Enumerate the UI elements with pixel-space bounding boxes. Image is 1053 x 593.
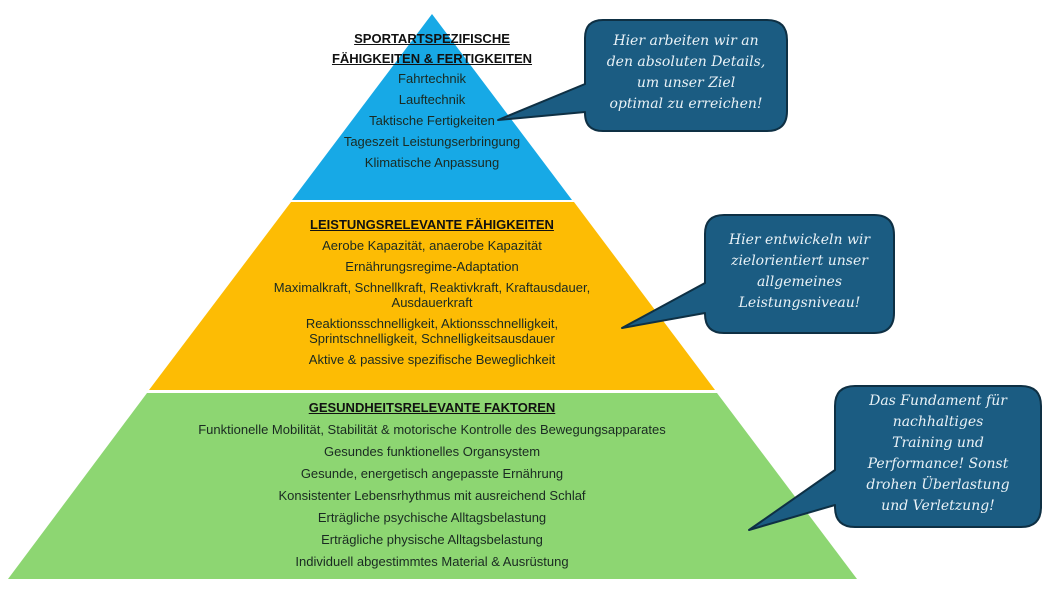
- level-bottom-text: GESUNDHEITSRELEVANTE FAKTOREN Funktionel…: [132, 400, 732, 576]
- level-middle-heading: LEISTUNGSRELEVANTE FÄHIGKEITEN: [310, 217, 554, 232]
- list-item: Aktive & passive spezifische Beweglichke…: [308, 351, 556, 367]
- list-item: Tageszeit Leistungserbringung: [343, 133, 521, 149]
- level-top-heading: SPORTARTSPEZIFISCHE FÄHIGKEITEN & FERTIG…: [292, 31, 572, 67]
- list-item: Ernährungsregime-Adaptation: [345, 258, 519, 274]
- level-middle-text: LEISTUNGSRELEVANTE FÄHIGKEITEN Aerobe Ka…: [232, 217, 632, 374]
- list-item: Erträgliche physische Alltagsbelastung: [321, 531, 543, 547]
- callout-bubble-middle: [621, 214, 895, 334]
- pyramid-level-bottom: [8, 393, 857, 579]
- list-item: Funktionelle Mobilität, Stabilität & mot…: [198, 421, 666, 437]
- list-item: Konsistenter Lebensrhythmus mit ausreich…: [278, 487, 586, 503]
- pyramid-level-middle: [149, 202, 715, 390]
- list-item: Gesundes funktionelles Organsystem: [323, 443, 541, 459]
- callout-line: Leistungsniveau!: [738, 295, 861, 311]
- callout-line: nachhaltiges: [892, 414, 984, 430]
- callout-line: Hier entwickeln wir: [728, 232, 871, 248]
- callout-line: um unser Ziel: [636, 75, 736, 91]
- list-item: Taktische Fertigkeiten: [369, 112, 495, 128]
- list-item: Klimatische Anpassung: [364, 154, 500, 170]
- list-item: Aerobe Kapazität, anaerobe Kapazität: [322, 237, 542, 253]
- callout-line: drohen Überlastung: [866, 477, 1010, 493]
- list-item: Gesunde, energetisch angepasste Ernährun…: [300, 465, 564, 481]
- callout-line: zielorientiert unser: [731, 253, 868, 269]
- list-item: Lauftechnik: [398, 91, 466, 107]
- callout-line: und Verletzung!: [881, 498, 995, 514]
- callout-text-middle: Hier entwickeln wir zielorientiert unser…: [705, 230, 894, 314]
- callout-line: Training und: [892, 435, 984, 451]
- callout-line: Hier arbeiten wir an: [613, 33, 759, 49]
- pyramid-level-top: [292, 14, 572, 200]
- level-top-text: SPORTARTSPEZIFISCHE FÄHIGKEITEN & FERTIG…: [292, 31, 572, 177]
- level-bottom-heading: GESUNDHEITSRELEVANTE FAKTOREN: [308, 400, 556, 415]
- callout-line: Das Fundament für: [869, 393, 1007, 409]
- callout-line: optimal zu erreichen!: [609, 96, 763, 112]
- list-item: Individuell abgestimmtes Material & Ausr…: [295, 553, 569, 569]
- list-item: Reaktionsschnelligkeit, Aktionsschnellig…: [305, 315, 559, 346]
- list-item: Fahrtechnik: [398, 70, 466, 86]
- heading-line: FÄHIGKEITEN & FERTIGKEITEN: [331, 50, 533, 66]
- heading-line: SPORTARTSPEZIFISCHE: [354, 31, 510, 46]
- callout-bubble-top: [497, 19, 788, 132]
- callout-bubble-bottom: [748, 385, 1042, 531]
- callout-line: allgemeines: [756, 274, 843, 290]
- callout-line: den absoluten Details,: [606, 54, 766, 70]
- callout-text-bottom: Das Fundament für nachhaltiges Training …: [835, 391, 1041, 517]
- callout-line: Performance! Sonst: [867, 456, 1009, 472]
- list-item: Erträgliche psychische Alltagsbelastung: [317, 509, 547, 525]
- callout-text-top: Hier arbeiten wir an den absoluten Detai…: [585, 31, 787, 115]
- list-item: Maximalkraft, Schnellkraft, Reaktivkraft…: [273, 279, 591, 310]
